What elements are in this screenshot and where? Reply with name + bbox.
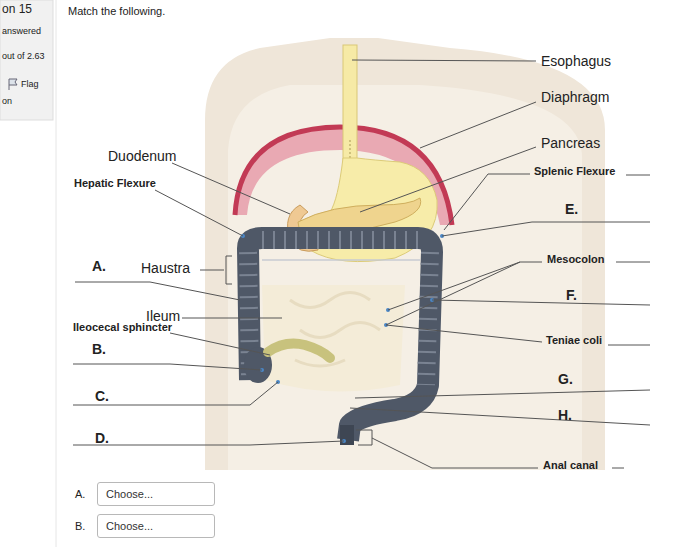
part-label: G.	[558, 372, 573, 386]
sidebar-text: Flag	[21, 80, 39, 89]
question-letter: B.	[75, 521, 85, 532]
part-label: Haustra	[141, 261, 190, 275]
dropdown-text: Choose...	[106, 521, 206, 532]
question-letter: A.	[75, 489, 85, 500]
dropdown-box: Choose...	[97, 514, 215, 538]
part-label: Match the following.	[68, 6, 165, 17]
sidebar-text: out of 2.63	[2, 52, 45, 61]
dropdown-text: Choose...	[106, 489, 206, 500]
part-label: A.	[92, 259, 106, 273]
part-label: B.	[92, 342, 106, 356]
part-label: F.	[566, 288, 577, 302]
part-label: Duodenum	[108, 149, 177, 163]
part-label: Pancreas	[541, 136, 600, 150]
part-label: Hepatic Flexure	[74, 178, 156, 189]
part-label: Mesocolon	[547, 254, 604, 265]
part-label: Diaphragm	[541, 90, 609, 104]
part-label: Ileum	[146, 309, 180, 323]
part-label: Anal canal	[543, 460, 598, 471]
sidebar-text: on	[2, 97, 12, 106]
part-label: D.	[95, 431, 109, 445]
sidebar-text: on 15	[2, 3, 32, 15]
part-label: Teniae coli	[546, 335, 602, 346]
part-label: Splenic Flexure	[534, 166, 615, 177]
part-label: Ileocecal sphincter	[73, 322, 172, 333]
part-label: C.	[95, 389, 109, 403]
dropdown-box: Choose...	[97, 482, 215, 506]
part-label: Esophagus	[541, 54, 611, 68]
part-label: H.	[558, 408, 572, 422]
sidebar-text: answered	[2, 27, 41, 36]
part-label: E.	[565, 202, 578, 216]
